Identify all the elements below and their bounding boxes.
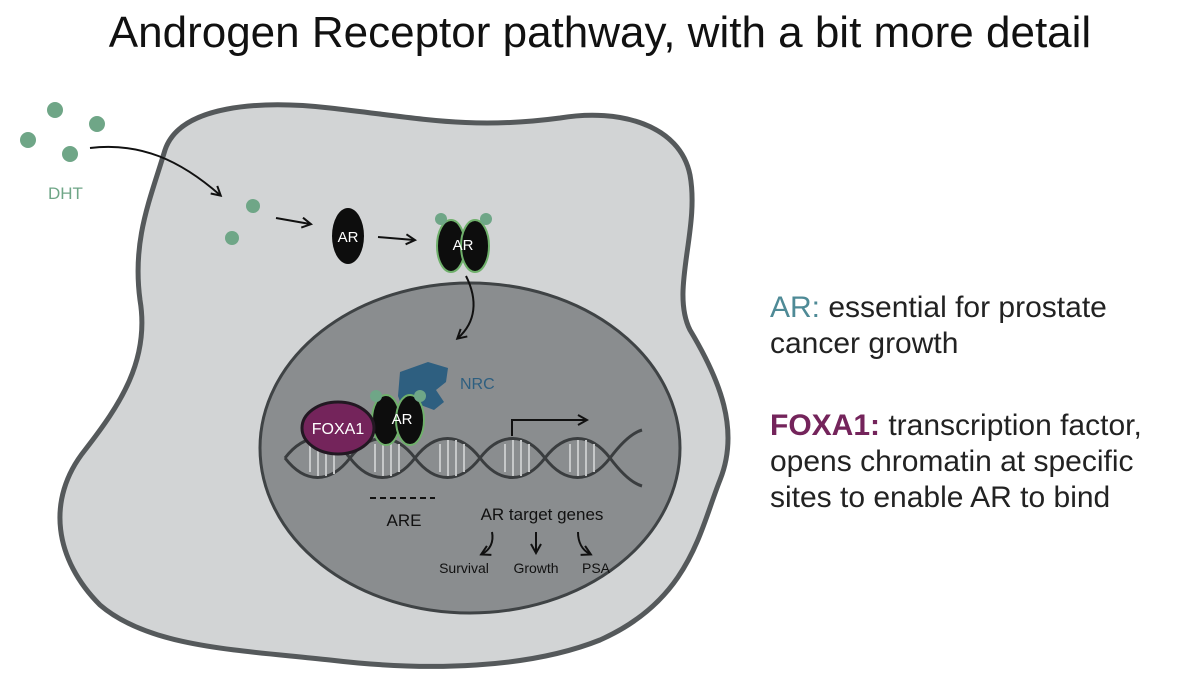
ar-dimer	[435, 213, 492, 273]
nrc-label: NRC	[460, 376, 495, 393]
psa-label: PSA	[582, 560, 611, 576]
legend-ar-term: AR:	[770, 291, 821, 324]
foxa1-label: FOXA1	[312, 421, 365, 438]
ar-receptor	[332, 208, 364, 264]
legend-ar-desc: essential for prostate	[820, 291, 1107, 324]
legend-ar-line2: cancer growth	[770, 327, 959, 360]
ar-dimer-label: AR	[453, 237, 474, 254]
survival-arrow	[482, 531, 494, 554]
legend-foxa1-term: FOXA1:	[770, 409, 881, 442]
legend-foxa1: FOXA1: transcription factor, opens chrom…	[770, 408, 1190, 516]
legend-ar-line1: AR: essential for prostate	[770, 290, 1190, 326]
ar-receptor-label: AR	[338, 229, 359, 246]
transcription-arrow	[511, 420, 586, 436]
dht-molecule	[20, 132, 36, 148]
legend-foxa1-line3: sites to enable AR to bind	[770, 481, 1111, 514]
dht-molecule	[225, 231, 239, 245]
dht-molecule	[47, 102, 63, 118]
are-label: ARE	[387, 511, 422, 530]
ar-bound-label: AR	[392, 411, 413, 428]
dht-molecule	[62, 146, 78, 162]
dna-base-pairs	[309, 440, 595, 476]
legend-foxa1-desc: transcription factor,	[880, 409, 1142, 442]
legend-foxa1-line1: FOXA1: transcription factor,	[770, 408, 1190, 444]
target-genes-label: AR target genes	[481, 505, 604, 524]
growth-label: Growth	[513, 560, 558, 576]
dht-molecule	[89, 116, 105, 132]
dht-label: DHT	[48, 184, 83, 203]
dht-molecule	[246, 199, 260, 213]
survival-label: Survival	[439, 560, 489, 576]
psa-arrow	[577, 531, 590, 554]
ar-dna-bound	[370, 390, 426, 446]
legend-ar: AR: essential for prostate cancer growth	[770, 290, 1190, 362]
page-title: Androgen Receptor pathway, with a bit mo…	[108, 8, 1092, 57]
dimerization-arrow	[377, 237, 414, 240]
foxa1-factor	[300, 400, 376, 456]
binding-arrow	[275, 218, 310, 224]
nuclear-import-arrow	[458, 275, 475, 338]
entry-arrow	[89, 145, 220, 195]
dna-helix	[283, 428, 643, 488]
legend-foxa1-line2: opens chromatin at specific	[770, 445, 1134, 478]
